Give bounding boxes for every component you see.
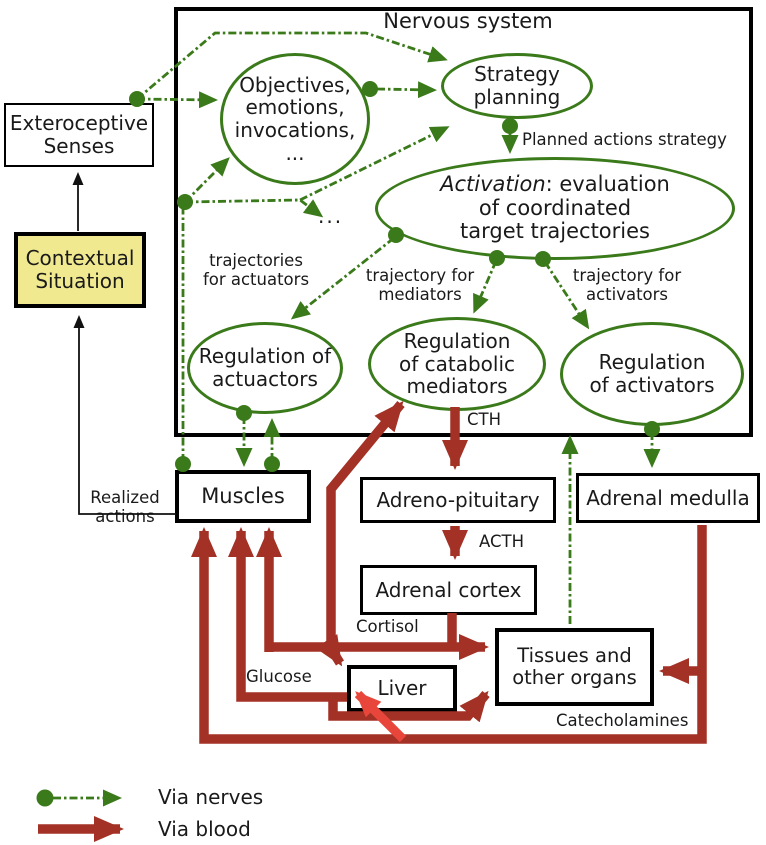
adreno-pituitary-box: Adreno-pituitary [360,477,556,523]
regulation-mediators-label: Regulation of catabolic mediators [398,329,516,399]
legend-via-nerves-label: Via nerves [158,785,264,809]
activation-italic: Activation [440,171,546,196]
arrow-realized-actions [73,315,176,515]
ellipsis-label: ... [318,204,344,228]
adrenal-cortex-box: Adrenal cortex [360,565,537,615]
adreno-pituitary-label: Adreno-pituitary [376,487,540,512]
ellipse-regulation-mediators: Regulation of catabolic mediators [368,317,546,411]
ellipse-objectives: Objectives, emotions, invocations, ... [220,53,370,185]
glucose-label: Glucose [246,667,312,686]
trajectories-actuators-label: trajectories for actuators [202,251,310,290]
contextual-situation-box: Contextual Situation [14,232,146,308]
liver-label: Liver [377,676,427,700]
adrenal-cortex-label: Adrenal cortex [375,577,522,602]
regulation-actuators-label: Regulation of actuactors [198,344,332,391]
adrenal-medulla-label: Adrenal medulla [586,485,750,510]
exteroceptive-label: Exteroceptive Senses [9,111,149,158]
tissues-box: Tissues and other organs [495,628,654,706]
acth-label: ACTH [479,532,525,551]
catecholamines-label: Catecholamines [556,711,689,730]
contextual-label: Contextual Situation [25,246,135,293]
liver-box: Liver [347,665,457,712]
realized-actions-label: Realized actions [90,488,160,527]
ellipse-objectives-label: Objectives, emotions, invocations, ... [234,72,356,165]
legend-via-blood-label: Via blood [158,817,251,841]
tissues-label: Tissues and other organs [512,643,637,689]
trajectory-activators-label: trajectory for activators [572,266,682,305]
ellipse-activation-label: Activation: evaluation of coordinated ta… [440,171,670,244]
exteroceptive-senses-box: Exteroceptive Senses [4,103,154,167]
muscles-box: Muscles [175,470,311,523]
ellipse-regulation-actuators: Regulation of actuactors [187,322,343,414]
cth-label: CTH [467,410,502,429]
planned-actions-label: Planned actions strategy [522,130,727,149]
ellipse-activation: Activation: evaluation of coordinated ta… [375,157,735,260]
trajectory-mediators-label: trajectory for mediators [365,266,475,305]
ellipse-strategy-planning: Strategy planning [441,53,593,119]
ellipse-regulation-activators: Regulation of activators [560,322,744,426]
cortisol-label: Cortisol [356,617,419,636]
adrenal-medulla-box: Adrenal medulla [576,473,760,523]
nervous-system-title: Nervous system [383,9,553,33]
activation-rest: : evaluation of coordinated target traje… [460,171,670,244]
muscles-label: Muscles [201,484,285,509]
arrow-cortisol-to-liver [315,634,345,667]
regulation-activators-label: Regulation of activators [589,350,715,397]
ellipse-strategy-label: Strategy planning [473,62,561,109]
